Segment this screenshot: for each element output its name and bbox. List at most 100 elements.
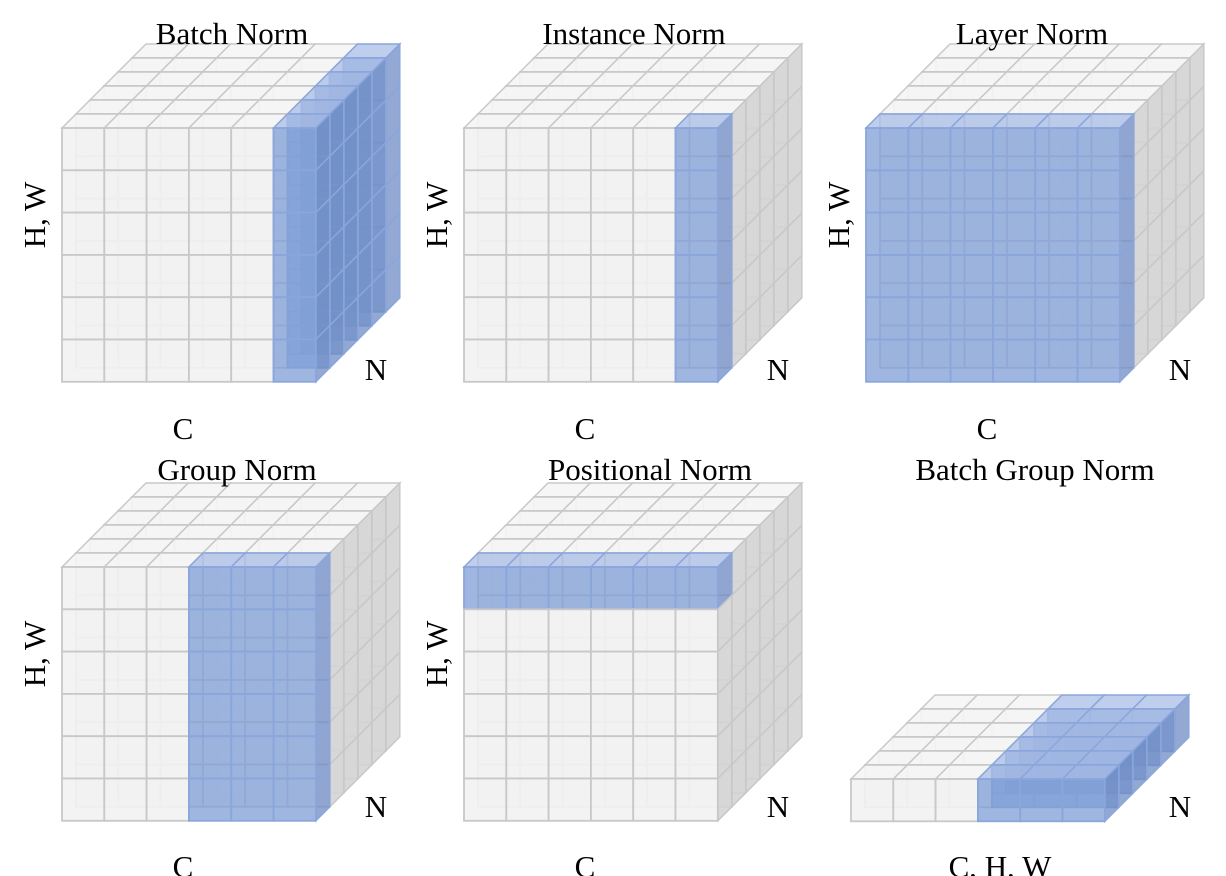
cube-cell — [505, 777, 550, 822]
cube-cell — [1034, 211, 1079, 256]
cube-cell — [463, 296, 508, 341]
cube-cell — [103, 338, 148, 383]
cube-cell — [103, 693, 148, 738]
cube-cell — [463, 211, 508, 256]
cube-cell — [145, 211, 190, 256]
axis-label-n: N — [365, 789, 387, 824]
cube-cell — [187, 338, 233, 383]
cube-cell — [547, 169, 592, 214]
cube-cell — [949, 338, 994, 383]
cube-cell — [187, 693, 233, 738]
cube-cell — [61, 608, 106, 653]
cube-cell — [992, 296, 1037, 341]
cube-cell — [632, 735, 677, 780]
cube-cell — [1075, 112, 1136, 173]
axis-label-n: N — [767, 789, 789, 824]
cube-cell — [462, 113, 523, 172]
cube-cell — [933, 764, 994, 823]
cube-cell — [547, 211, 592, 256]
axis-label-c: C, H, W — [949, 849, 1053, 876]
cube-cell — [230, 735, 275, 780]
cube-cell — [849, 764, 910, 823]
cube-cell — [547, 777, 592, 822]
cube-cell — [103, 211, 148, 256]
cube-cell — [590, 693, 635, 738]
cube-cell — [992, 338, 1037, 383]
cube-cell — [673, 112, 734, 173]
cube-cell — [674, 635, 733, 696]
cube-cell — [463, 777, 508, 822]
cube-cell — [1076, 239, 1135, 300]
cube-cell — [632, 338, 677, 383]
cube-cell — [230, 777, 275, 822]
cube-cell — [590, 296, 635, 341]
cube-cell — [230, 296, 275, 341]
axis-label-n: N — [365, 352, 387, 387]
cube-cell — [674, 281, 733, 342]
cube-cell — [1076, 323, 1135, 384]
cube-cell — [907, 211, 952, 256]
cube-cell — [505, 735, 550, 780]
cube-cell — [505, 253, 550, 299]
cube-cell — [61, 735, 106, 780]
axis-label-n: N — [1169, 352, 1191, 387]
cube-cell — [547, 608, 592, 653]
cube-cell — [145, 169, 190, 214]
cube-cell — [865, 338, 910, 383]
axis-label-hw: H, W — [17, 620, 52, 687]
axis-label-c: C — [575, 849, 596, 876]
cube-cell — [505, 338, 550, 383]
cube-cell — [674, 762, 733, 823]
cube-cell — [187, 296, 233, 341]
cube-cell — [547, 253, 592, 299]
cube-cell — [865, 296, 910, 341]
cube-cell — [1060, 763, 1121, 824]
cube-cell — [187, 169, 233, 214]
cube-cell — [61, 211, 106, 256]
axis-label-hw: H, W — [419, 620, 454, 687]
cube-cell — [505, 169, 550, 214]
cube-cell — [229, 552, 290, 611]
cube-cell — [1034, 253, 1079, 299]
cube-cell — [907, 169, 952, 214]
cube-cell — [272, 196, 331, 257]
cube-cell — [891, 764, 952, 823]
cube-cell — [674, 196, 733, 257]
cube-cell — [61, 169, 106, 214]
cube-cell — [463, 650, 508, 695]
cube-cell — [547, 296, 592, 341]
cube-cell — [271, 112, 332, 173]
cube-cell — [632, 693, 677, 738]
cube-cell — [145, 253, 190, 299]
axis-label-c: C — [575, 411, 596, 446]
panel-title: Positional Norm — [548, 452, 752, 487]
cube-cell — [272, 239, 331, 300]
axis-label-c: C — [173, 849, 194, 876]
cube-cell — [907, 253, 952, 299]
cube-cell — [590, 735, 635, 780]
cube-cell — [590, 169, 635, 214]
cube-cell — [103, 735, 148, 780]
cube-cell — [462, 552, 523, 611]
cube-cell — [505, 650, 550, 695]
cube-cell — [590, 608, 635, 653]
cube-cell — [272, 154, 331, 215]
cube-cell — [145, 296, 190, 341]
cube-cell — [463, 735, 508, 780]
cube-cell — [547, 693, 592, 738]
cube-cell — [907, 296, 952, 341]
cube-cell — [865, 211, 910, 256]
cube-cell — [632, 253, 677, 299]
panel-title: Instance Norm — [542, 16, 725, 51]
cube-cell — [103, 650, 148, 695]
axis-label-n: N — [1169, 789, 1191, 824]
cube-cell — [145, 338, 190, 383]
cube-cell — [907, 338, 952, 383]
cube-cell — [674, 154, 733, 215]
panel-title: Layer Norm — [956, 16, 1108, 51]
cube-cell — [271, 551, 332, 612]
cube-cell — [61, 777, 106, 822]
cube-cell — [1033, 113, 1094, 172]
